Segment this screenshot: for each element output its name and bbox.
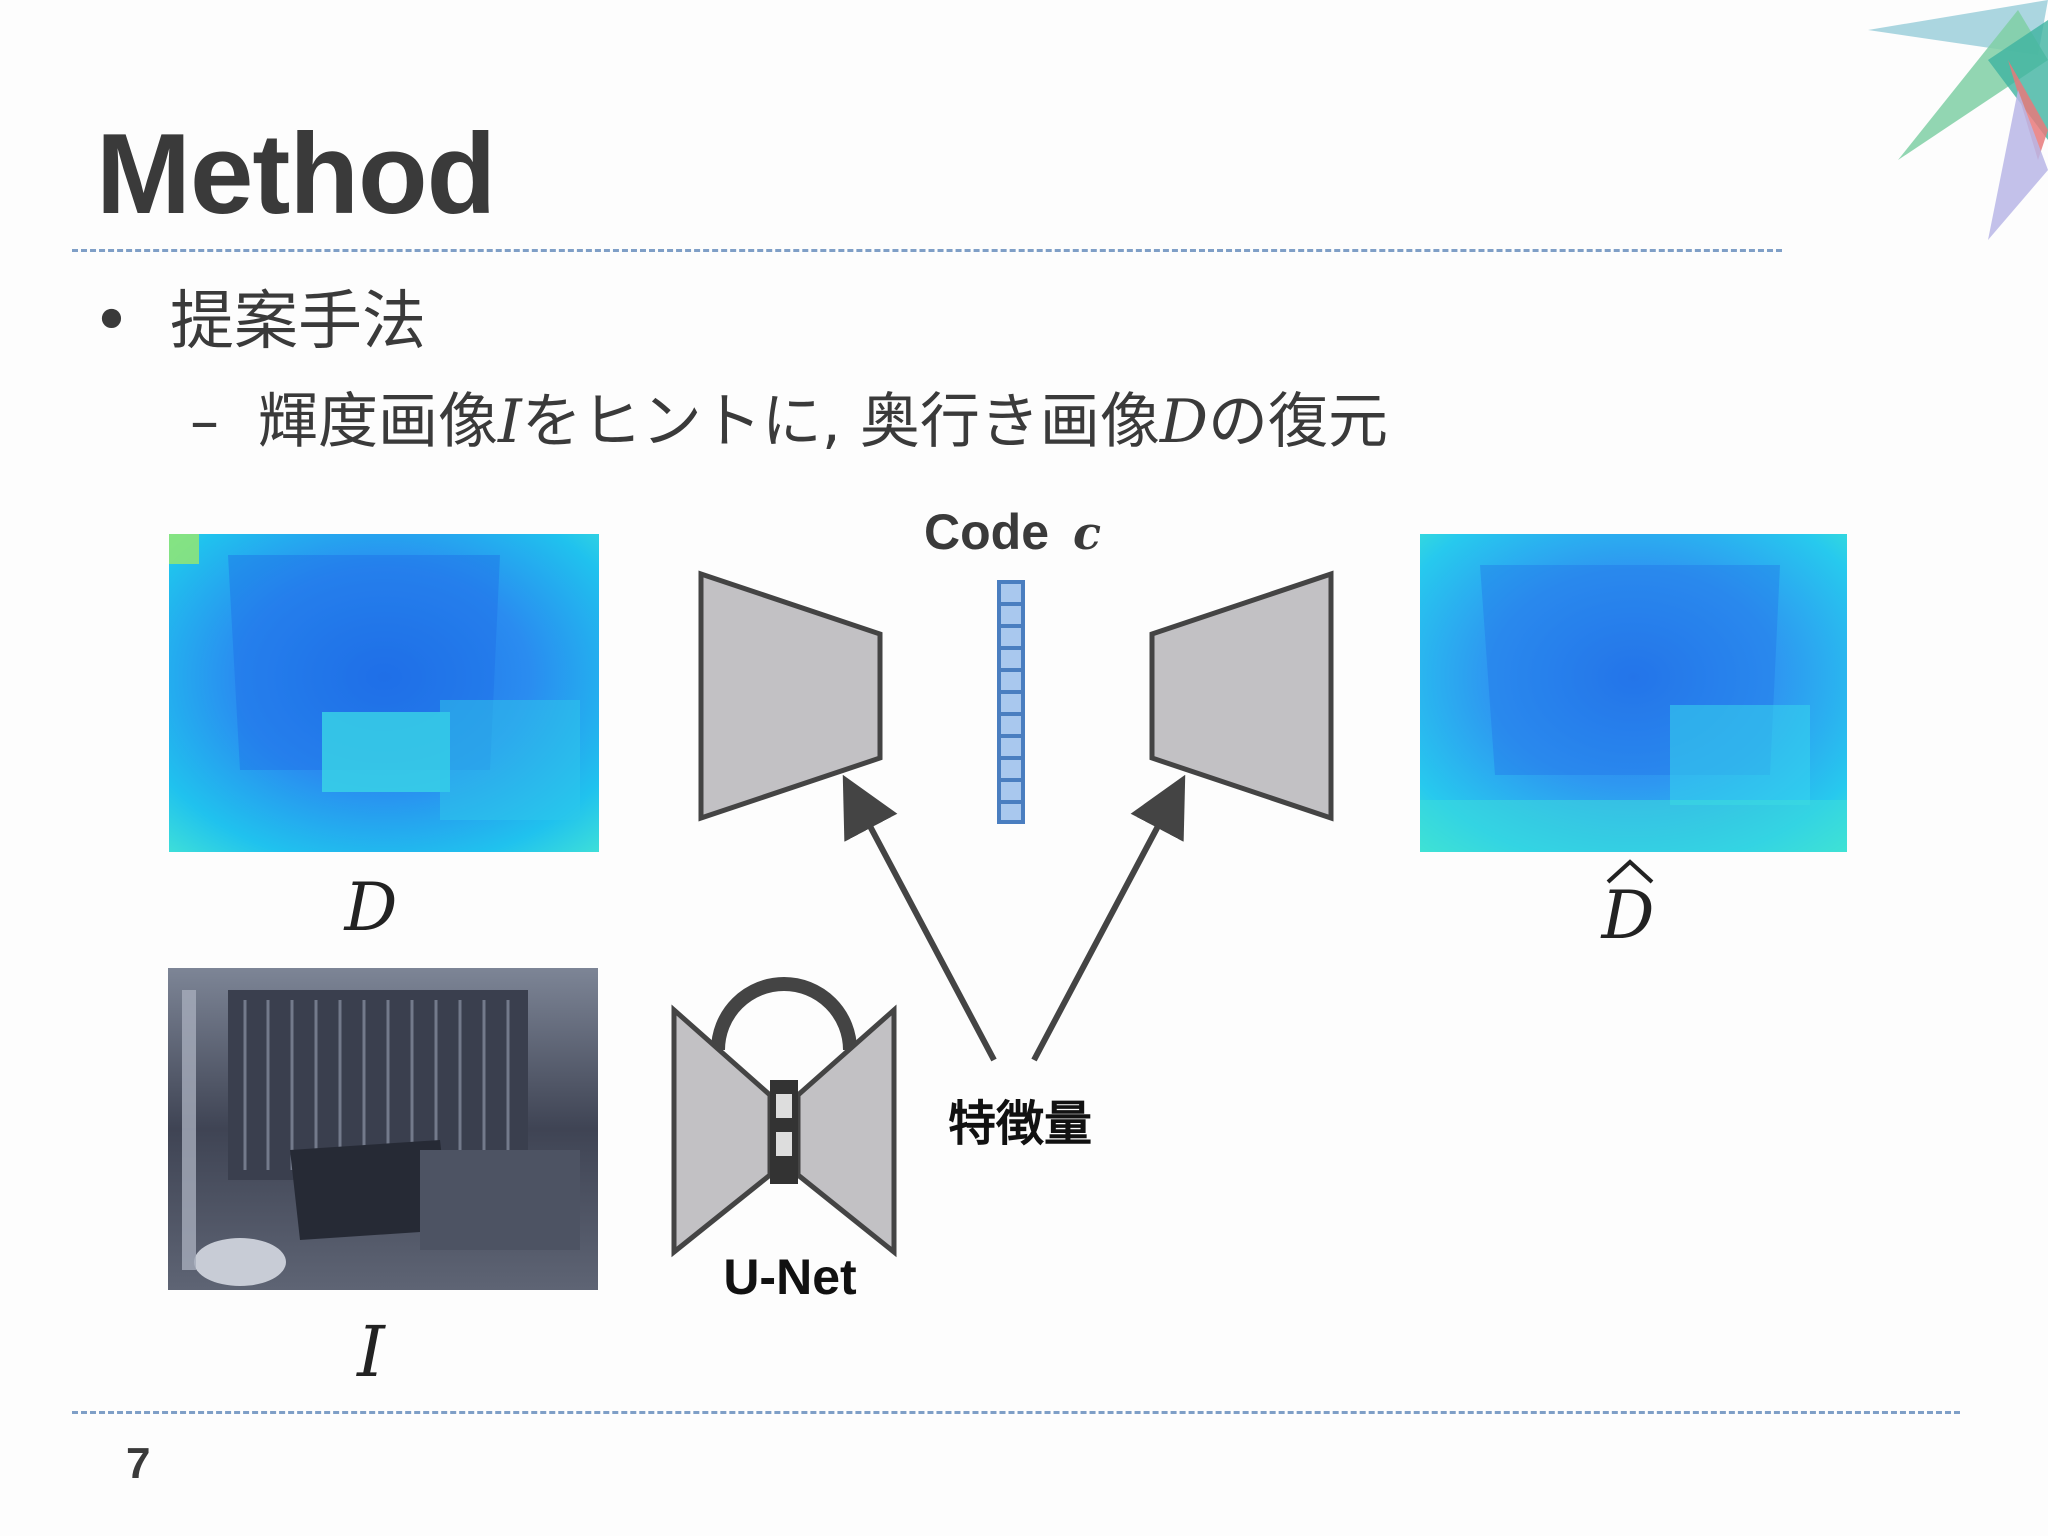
var-I-inline: I: [498, 387, 522, 457]
intensity-image-I: [168, 968, 598, 1290]
code-vector: [997, 580, 1025, 824]
feature-arrow-to-decoder: [1031, 774, 1186, 1062]
slide-title: Method: [96, 111, 496, 238]
bullet-dot: •: [92, 282, 131, 359]
sub-text-part-2: をヒントに, 奥行き画像: [521, 387, 1160, 457]
hat-accent-icon: [1606, 859, 1654, 884]
var-D-inline: D: [1159, 387, 1208, 457]
code-label: Code: [924, 504, 1049, 560]
depth-label-D: D: [344, 869, 398, 946]
footer-divider: [72, 1411, 1960, 1414]
intensity-label-I: I: [355, 1311, 386, 1393]
code-variable-c: c: [1073, 506, 1101, 560]
depth-image-D: [169, 534, 599, 852]
title-divider: [72, 249, 1782, 252]
reconstructed-depth-image: [1420, 534, 1847, 852]
page-number: 7: [126, 1439, 151, 1488]
sub-bullet-text: 輝度画像Iをヒントに, 奥行き画像Dの復元: [258, 392, 1388, 452]
feature-arrow-to-encoder: [842, 774, 997, 1062]
encoder-block: [698, 570, 883, 822]
recon-label-D-hat: D: [1601, 877, 1655, 954]
sub-text-part-1: 輝度画像: [258, 387, 498, 457]
unet-label: U-Net: [723, 1249, 857, 1305]
unet-block: [671, 977, 897, 1258]
sub-bullet-dash: –: [190, 387, 219, 455]
corner-decoration: [1868, 0, 2048, 240]
sub-text-part-3: の復元: [1207, 387, 1388, 457]
bullet-main-text: 提案手法: [170, 285, 426, 359]
decoder-block: [1149, 570, 1334, 822]
feature-label: 特徴量: [948, 1096, 1092, 1152]
